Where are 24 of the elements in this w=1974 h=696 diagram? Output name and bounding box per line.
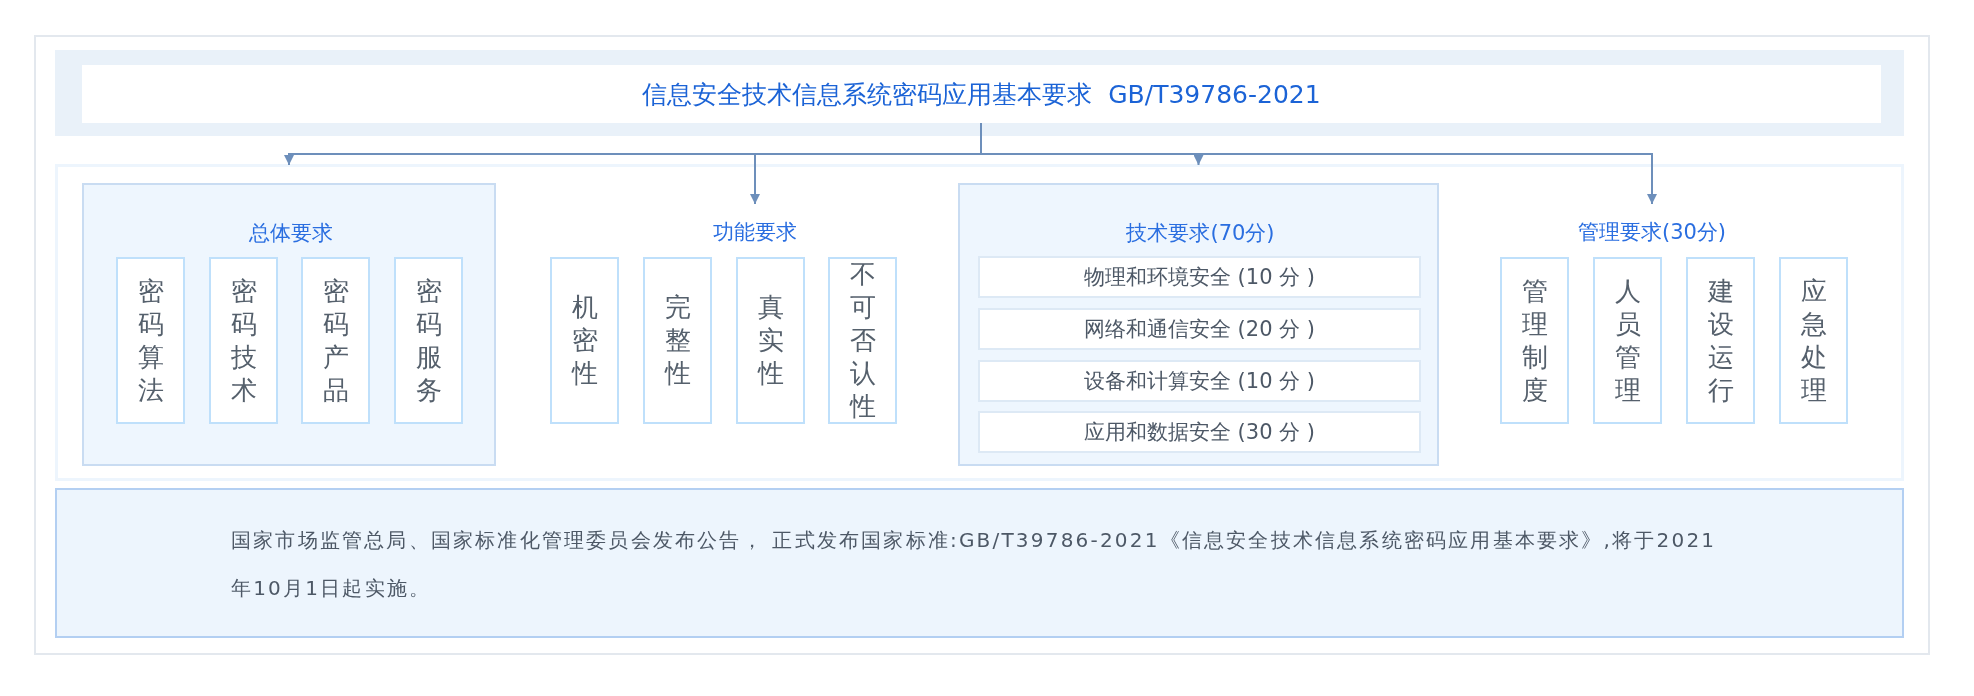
item-box: 真实性: [736, 257, 805, 424]
heading-text: 功能要求: [655, 218, 855, 244]
item-box: 应用和数据安全 (30 分 ): [978, 411, 1421, 453]
item-box: 密码产品: [301, 257, 370, 424]
note-box: 国家市场监管总局、国家标准化管理委员会发布公告， 正式发布国家标准:GB/T39786-2021《信息安全技术信息系统密码应用基本要求》,将于2021年10月1日起实施。: [55, 488, 1904, 638]
item-box: 密码服务: [394, 257, 463, 424]
item-box: 设备和计算安全 (10 分 ): [978, 360, 1421, 402]
heading-text: 管理要求(30分): [1552, 218, 1752, 244]
group-heading: 总体要求: [248, 220, 334, 245]
item-box: 物理和环境安全 (10 分 ): [978, 256, 1421, 298]
group-box: [958, 183, 1439, 466]
title-box: 信息安全技术信息系统密码应用基本要求 GB/T39786-2021: [82, 65, 1881, 123]
item-box: 密码技术: [209, 257, 278, 424]
group-box: [82, 183, 496, 466]
item-box: 不可否认性: [828, 257, 897, 424]
group-heading: 技术要求(70分): [1125, 220, 1276, 245]
item-box: 应急处理: [1779, 257, 1848, 424]
item-box: 建设运行: [1686, 257, 1755, 424]
item-box: 管理制度: [1500, 257, 1569, 424]
item-box: 机密性: [550, 257, 619, 424]
item-box: 完整性: [643, 257, 712, 424]
item-box: 密码算法: [116, 257, 185, 424]
item-box: 人员管理: [1593, 257, 1662, 424]
item-box: 网络和通信安全 (20 分 ): [978, 308, 1421, 350]
